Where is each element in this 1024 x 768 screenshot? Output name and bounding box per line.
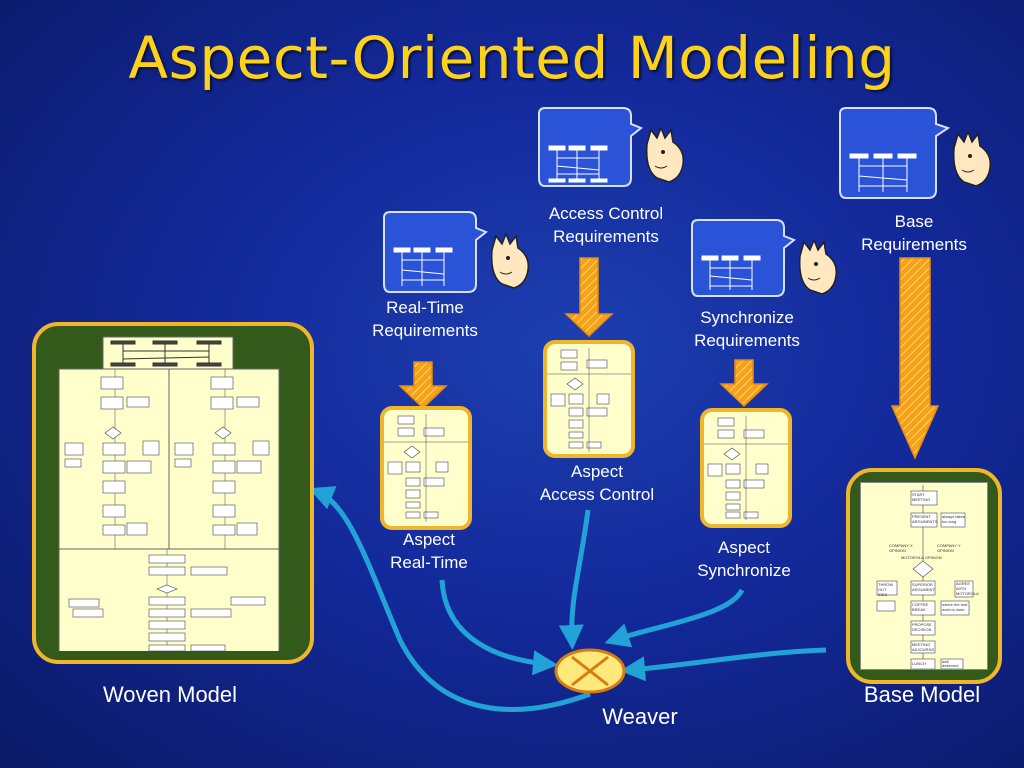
requirement-bubble-real-time (380, 210, 540, 294)
curve-sync (604, 588, 745, 648)
requirement-bubble-base (836, 106, 996, 200)
mini-flowchart (384, 414, 468, 522)
mini-flowchart (547, 348, 631, 452)
flow-company-x-text: COMPANY X OPINION (889, 543, 913, 553)
flow-well-text: well deserved (942, 659, 959, 668)
requirement-bubble-synchronize (688, 218, 848, 298)
curve-base (620, 647, 827, 682)
label-woven-model: Woven Model (102, 682, 238, 707)
flow-propose-text: PROPOSE DECISION (912, 622, 932, 632)
thinking-face-icon (490, 231, 530, 289)
base-model: START MEETING PRESENT ARGUMENTS always t… (846, 468, 1002, 684)
weaver-icon (554, 648, 626, 694)
flow-start-text: START MEETING (912, 492, 931, 502)
arrow-real-time (398, 361, 448, 410)
requirement-bubble-access-control (535, 106, 695, 188)
slide-title: Aspect-Oriented Modeling (128, 24, 896, 92)
flow-company-y-text: COMPANY Y OPINION (937, 543, 961, 553)
flow-motorola-text: MOTOROLA OPINION (901, 555, 942, 560)
label-base-model: Base Model (863, 682, 981, 707)
flow-where-text: where the real work is done (942, 602, 968, 612)
curve-access (558, 509, 591, 650)
flow-meeting-text: MEETING ADJOURNS (912, 642, 935, 652)
flow-throw-out-text: THROW OUT IDEA (878, 582, 894, 597)
curve-real-time (439, 579, 558, 676)
arrow-base (890, 257, 940, 460)
arrow-access-control (564, 257, 614, 338)
label-synchronize-requirements: Synchronize Requirements (694, 308, 800, 350)
woven-model (32, 322, 314, 664)
arrow-synchronize (719, 359, 769, 408)
woven-flowchart (58, 336, 280, 651)
flow-superior-text: SUPERIOR ARGUMENT (912, 582, 935, 592)
flow-agree-text: AGREE WITH MOTOROLA (956, 581, 979, 596)
base-flowchart (876, 485, 974, 669)
label-aspect-synchronize: Aspect Synchronize (697, 538, 791, 580)
thinking-face-icon (798, 237, 838, 295)
aspect-model-access-control (543, 340, 635, 458)
label-weaver: Weaver (602, 704, 678, 729)
label-real-time-requirements: Real-Time Requirements (372, 298, 478, 340)
thinking-face-icon (645, 125, 685, 183)
flow-always-text: always takes too long (942, 514, 965, 524)
label-aspect-real-time: Aspect Real-Time (390, 530, 468, 572)
aspect-model-real-time (380, 406, 472, 530)
flow-present-text: PRESENT ARGUMENTS (912, 514, 938, 524)
mini-flowchart (704, 416, 788, 520)
label-access-control-requirements: Access Control Requirements (548, 204, 664, 246)
label-base-requirements: Base Requirements (861, 212, 967, 254)
flow-lunch-text: LUNCH (912, 661, 926, 666)
flow-coffee-text: COFFEE BREAK (912, 602, 929, 612)
label-aspect-access-control: Aspect Access Control (539, 462, 655, 504)
aspect-model-synchronize (700, 408, 792, 528)
thinking-face-icon (952, 129, 992, 187)
curve-woven (308, 486, 591, 712)
